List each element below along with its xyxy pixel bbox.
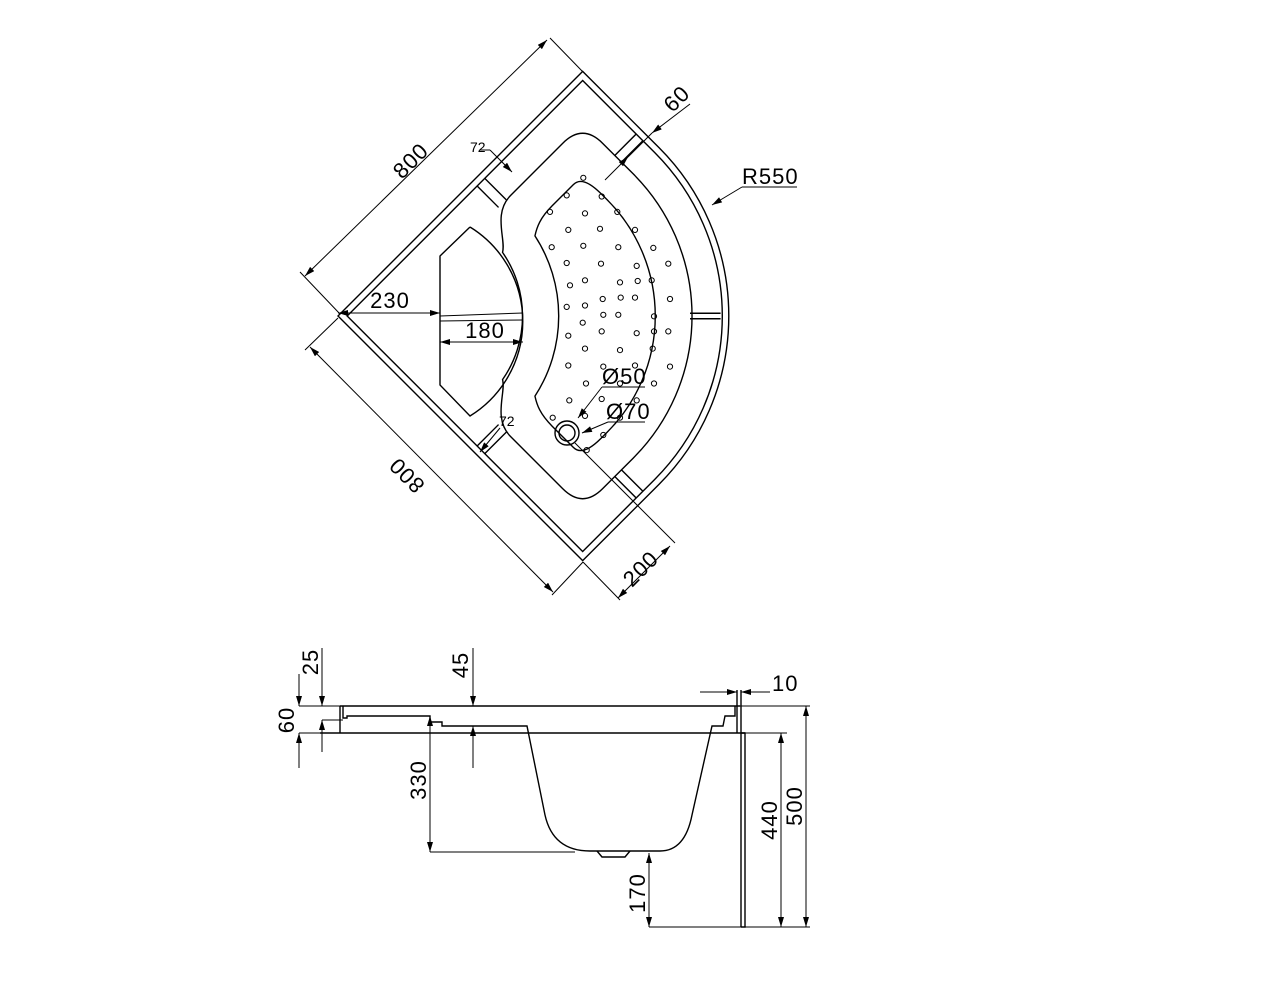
anti-slip-dot bbox=[580, 174, 587, 181]
dim-200: 200 bbox=[618, 546, 664, 592]
inner-profile bbox=[342, 706, 736, 852]
dim-side-500: 500 bbox=[782, 786, 807, 826]
anti-slip-dot bbox=[633, 330, 640, 337]
dim-side-170: 170 bbox=[625, 873, 650, 913]
anti-slip-dot bbox=[598, 193, 605, 200]
anti-slip-dot bbox=[565, 226, 572, 233]
anti-slip-dot bbox=[665, 260, 672, 267]
anti-slip-dot bbox=[580, 242, 587, 249]
anti-slip-dot bbox=[565, 362, 572, 369]
anti-slip-dot bbox=[566, 397, 573, 404]
anti-slip-dot bbox=[598, 328, 605, 335]
anti-slip-dot bbox=[581, 412, 589, 419]
anti-slip-dot bbox=[563, 259, 570, 267]
anti-slip-dot bbox=[563, 192, 570, 199]
dim-230: 230 bbox=[370, 288, 410, 313]
anti-slip-dot bbox=[600, 311, 607, 318]
anti-slip-dot bbox=[583, 447, 590, 454]
dim-72-bottom: 72 bbox=[499, 413, 515, 429]
anti-slip-dot bbox=[666, 363, 674, 370]
anti-slip-dot bbox=[615, 311, 622, 318]
anti-slip-dot bbox=[549, 414, 556, 421]
anti-slip-dot bbox=[598, 395, 605, 403]
anti-slip-dot bbox=[596, 225, 604, 232]
dim-side-45: 45 bbox=[448, 652, 473, 678]
anti-slip-dot bbox=[566, 282, 574, 289]
anti-slip-dot bbox=[600, 363, 607, 370]
anti-slip-dot bbox=[665, 328, 672, 335]
anti-slip-dot bbox=[548, 244, 555, 251]
anti-slip-dot bbox=[633, 397, 640, 404]
top-view: 800 800 230 180 72 72 60 R550 Ø50 bbox=[299, 37, 827, 601]
tray-rim-contour bbox=[390, 123, 775, 508]
dim-side-440: 440 bbox=[757, 800, 782, 840]
anti-slip-dot bbox=[563, 303, 570, 310]
anti-slip-dot bbox=[633, 262, 640, 269]
drain-inner-ring bbox=[558, 424, 576, 442]
panel bbox=[736, 690, 746, 928]
inner-edge bbox=[347, 81, 818, 552]
outer-edge bbox=[338, 71, 827, 560]
seat-centerline-2 bbox=[439, 319, 524, 322]
anti-slip-dot bbox=[597, 260, 605, 267]
dim-line-800-bottom bbox=[309, 346, 554, 593]
dim-side-10: 10 bbox=[772, 671, 798, 696]
anti-slip-dot bbox=[546, 208, 554, 215]
anti-slip-dot bbox=[614, 208, 621, 215]
anti-slip-dot bbox=[666, 295, 674, 303]
dim-side-60: 60 bbox=[274, 707, 299, 733]
dim-800-top: 800 bbox=[388, 138, 434, 184]
anti-slip-dot bbox=[581, 277, 589, 284]
dim-d50: Ø50 bbox=[602, 364, 647, 389]
anti-slip-dot bbox=[565, 332, 572, 339]
drain bbox=[554, 420, 580, 446]
dim-60: 60 bbox=[658, 80, 694, 116]
anti-slip-dot bbox=[650, 380, 658, 387]
dim-r550: R550 bbox=[742, 164, 799, 189]
anti-slip-dot bbox=[631, 294, 639, 301]
anti-slip-dot bbox=[650, 244, 657, 251]
drain-outlet bbox=[596, 850, 631, 858]
anti-slip-dot bbox=[649, 345, 656, 352]
dim-800-bottom: 800 bbox=[384, 452, 430, 498]
anti-slip-dot bbox=[650, 328, 658, 335]
anti-slip-dot bbox=[582, 380, 590, 387]
dim-72-top: 72 bbox=[470, 139, 486, 155]
side-view: 60 25 45 330 10 170 440 500 bbox=[274, 648, 810, 928]
anti-slip-dot bbox=[615, 244, 622, 251]
drain-outer-ring bbox=[554, 420, 580, 446]
dim-180: 180 bbox=[465, 318, 505, 343]
anti-slip-dot bbox=[617, 294, 624, 301]
anti-slip-dot bbox=[581, 210, 589, 217]
dim-d70: Ø70 bbox=[606, 399, 651, 424]
anti-slip-dot bbox=[581, 345, 589, 352]
anti-slip-dot bbox=[650, 313, 658, 320]
anti-slip-dot bbox=[616, 414, 624, 421]
seat-centerline bbox=[439, 312, 524, 317]
dim-side-25: 25 bbox=[298, 649, 323, 675]
anti-slip-dot bbox=[600, 431, 607, 439]
anti-slip-dot bbox=[631, 362, 639, 369]
anti-slip-dot bbox=[616, 380, 624, 387]
anti-slip-dot bbox=[648, 277, 655, 284]
rim-profile bbox=[320, 705, 745, 734]
anti-slip-dot bbox=[616, 279, 624, 286]
anti-slip-dot bbox=[634, 277, 641, 285]
dim-line-200 bbox=[617, 545, 671, 599]
dim-side-330: 330 bbox=[406, 760, 431, 800]
anti-slip-dot bbox=[631, 226, 639, 233]
anti-slip-dot bbox=[616, 347, 624, 354]
anti-slip-dot bbox=[581, 302, 589, 309]
anti-slip-dot bbox=[579, 319, 586, 326]
anti-slip-dot bbox=[599, 295, 606, 303]
dim-line-800-top bbox=[304, 39, 548, 277]
